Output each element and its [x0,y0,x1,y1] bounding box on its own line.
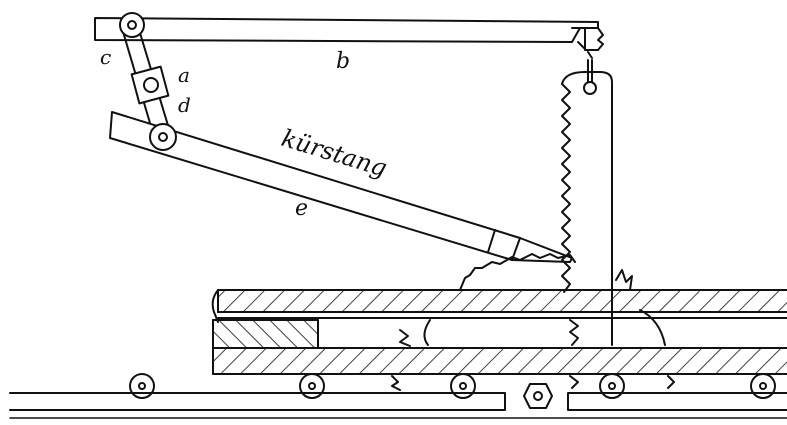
label-b: b [336,49,350,74]
drive-gear [523,383,553,409]
roller [450,373,476,399]
rollers [129,373,776,399]
roller [750,373,776,399]
slide-block-a [130,65,170,105]
roller [299,373,325,399]
ground-rails [9,392,787,419]
frame-saw-blade [561,59,633,346]
label-a: a [178,63,190,87]
roller [599,373,625,399]
top-lever-b [94,17,604,59]
roller [129,373,155,399]
carriage [212,317,787,391]
upper-board [211,289,787,323]
label-e: e [295,196,308,221]
label-d: d [178,93,191,117]
label-c: c [100,45,111,69]
rod-e-kurstang [109,111,573,263]
